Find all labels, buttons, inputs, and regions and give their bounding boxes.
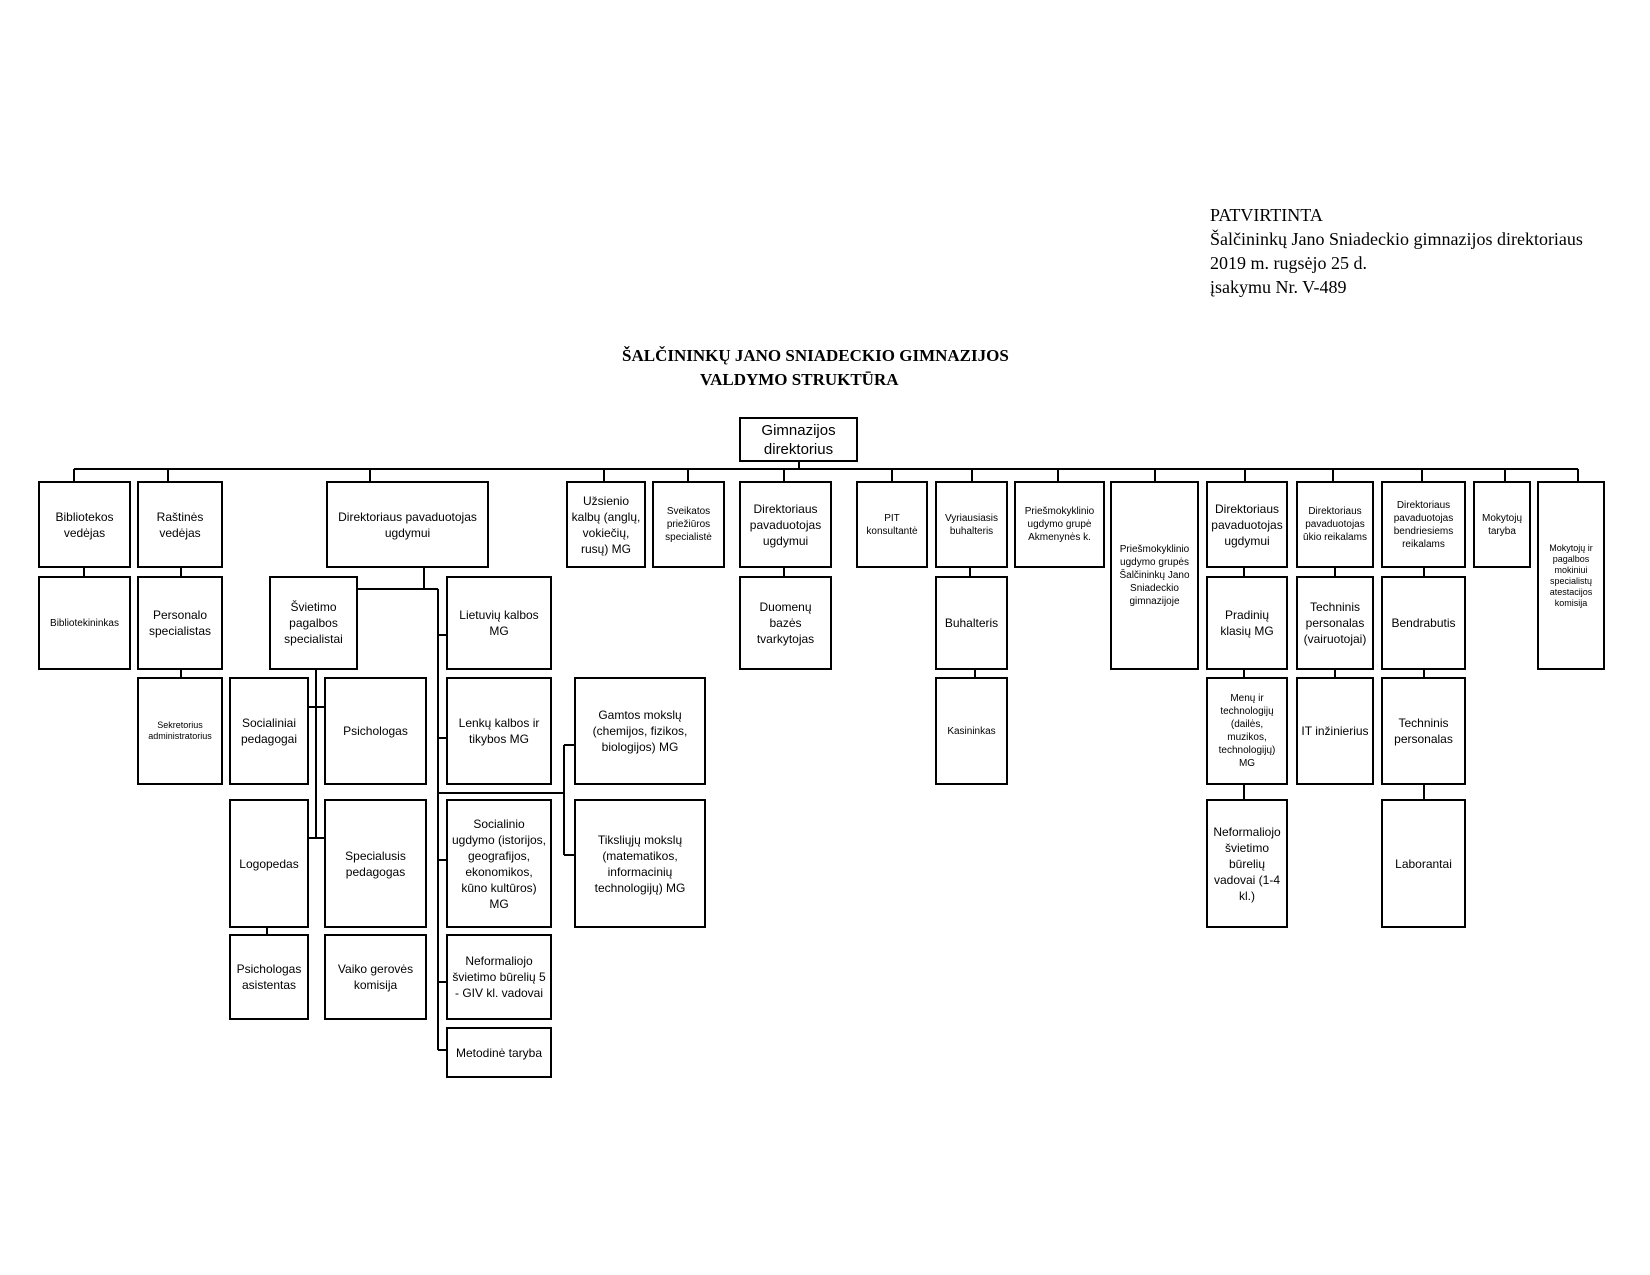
approval-line: 2019 m. rugsėjo 25 d. bbox=[1210, 253, 1367, 273]
speech-therapist-box: Logopedas bbox=[229, 799, 309, 928]
technical-staff-box: Techninis personalas bbox=[1381, 677, 1466, 785]
director-box: Gimnazijos direktorius bbox=[739, 417, 858, 462]
it-engineer-box: IT inžinierius bbox=[1296, 677, 1374, 785]
special-pedagogue-box: Specialusis pedagogas bbox=[324, 799, 427, 928]
psychologist-box: Psichologas bbox=[324, 677, 427, 785]
approval-block: PATVIRTINTA Šalčininkų Jano Sniadeckio g… bbox=[1210, 203, 1583, 299]
chief-accountant-box: Vyriausiasis buhalteris bbox=[935, 481, 1008, 568]
deputy-education-1-box: Direktoriaus pavaduotojas ugdymui bbox=[326, 481, 489, 568]
foreign-languages-mg-box: Užsienio kalbų (anglų, vokiečių, rusų) M… bbox=[566, 481, 646, 568]
deputy-general-box: Direktoriaus pavaduotojas bendriesiems r… bbox=[1381, 481, 1466, 568]
approval-line: PATVIRTINTA bbox=[1210, 205, 1323, 225]
attestation-commission-box: Mokytojų ir pagalbos mokiniui specialist… bbox=[1537, 481, 1605, 670]
database-manager-box: Duomenų bazės tvarkytojas bbox=[739, 576, 832, 670]
librarian-box: Bibliotekininkas bbox=[38, 576, 131, 670]
page-title-line: VALDYMO STRUKTŪRA bbox=[700, 370, 899, 389]
nonformal-5-box: Neformaliojo švietimo būrelių 5 - GIV kl… bbox=[446, 934, 552, 1020]
methodical-council-box: Metodinė taryba bbox=[446, 1027, 552, 1078]
lithuanian-mg-box: Lietuvių kalbos MG bbox=[446, 576, 552, 670]
approval-line: Šalčininkų Jano Sniadeckio gimnazijos di… bbox=[1210, 229, 1583, 249]
psychologist-assistant-box: Psichologas asistentas bbox=[229, 934, 309, 1020]
dormitory-box: Bendrabutis bbox=[1381, 576, 1466, 670]
cashier-box: Kasininkas bbox=[935, 677, 1008, 785]
deputy-education-2-box: Direktoriaus pavaduotojas ugdymui bbox=[739, 481, 832, 568]
deputy-education-3-box: Direktoriaus pavaduotojas ugdymui bbox=[1206, 481, 1288, 568]
health-specialist-box: Sveikatos priežiūros specialistė bbox=[652, 481, 725, 568]
lab-assistants-box: Laborantai bbox=[1381, 799, 1466, 928]
page-title-line: ŠALČININKŲ JANO SNIADECKIO GIMNAZIJOS bbox=[622, 346, 1009, 365]
primary-mg-box: Pradinių klasių MG bbox=[1206, 576, 1288, 670]
exact-sciences-mg-box: Tiksliųjų mokslų (matematikos, informaci… bbox=[574, 799, 706, 928]
natural-sciences-mg-box: Gamtos mokslų (chemijos, fizikos, biolog… bbox=[574, 677, 706, 785]
preschool-akmenynes-box: Priešmokyklinio ugdymo grupė Akmenynės k… bbox=[1014, 481, 1105, 568]
deputy-economic-box: Direktoriaus pavaduotojas ūkio reikalams bbox=[1296, 481, 1374, 568]
pit-consultant-box: PIT konsultantė bbox=[856, 481, 928, 568]
library-head-box: Bibliotekos vedėjas bbox=[38, 481, 131, 568]
nonformal-1-4-box: Neformaliojo švietimo būrelių vadovai (1… bbox=[1206, 799, 1288, 928]
preschool-gymnasium-box: Priešmokyklinio ugdymo grupės Šalčininkų… bbox=[1110, 481, 1199, 670]
arts-tech-mg-box: Menų ir technologijų (dailės, muzikos, t… bbox=[1206, 677, 1288, 785]
technical-staff-drivers-box: Techninis personalas (vairuotojai) bbox=[1296, 576, 1374, 670]
accountant-box: Buhalteris bbox=[935, 576, 1008, 670]
office-head-box: Raštinės vedėjas bbox=[137, 481, 223, 568]
social-pedagogues-box: Socialiniai pedagogai bbox=[229, 677, 309, 785]
secretary-box: Sekretorius administratorius bbox=[137, 677, 223, 785]
personnel-specialist-box: Personalo specialistas bbox=[137, 576, 223, 670]
child-welfare-box: Vaiko gerovės komisija bbox=[324, 934, 427, 1020]
polish-mg-box: Lenkų kalbos ir tikybos MG bbox=[446, 677, 552, 785]
social-education-mg-box: Socialinio ugdymo (istorijos, geografijo… bbox=[446, 799, 552, 928]
approval-line: įsakymu Nr. V-489 bbox=[1210, 277, 1347, 297]
support-specialists-box: Švietimo pagalbos specialistai bbox=[269, 576, 358, 670]
teachers-council-box: Mokytojų taryba bbox=[1473, 481, 1531, 568]
